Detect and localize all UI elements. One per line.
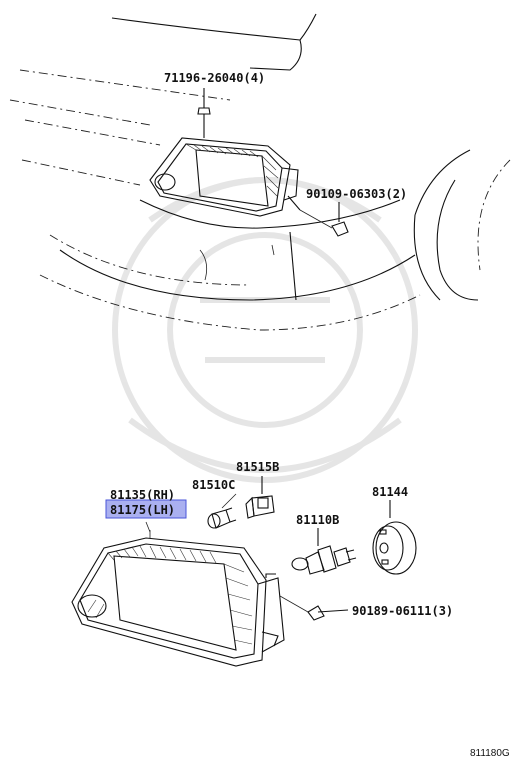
label-cover[interactable]: 81144: [372, 485, 408, 499]
bulb-81510c-icon: [207, 507, 237, 529]
screw-90109-icon: [299, 202, 349, 237]
label-screw-right[interactable]: 90109-06303(2): [306, 187, 407, 201]
socket-81515b-icon: [245, 476, 275, 519]
label-bolt-top[interactable]: 71196-26040(4): [164, 71, 265, 85]
vehicle-body-outline: [9, 13, 511, 331]
label-bulb-small[interactable]: 81510C: [192, 478, 235, 492]
leader-lines: [145, 493, 237, 533]
selected-part-highlight: [105, 499, 187, 519]
label-clip[interactable]: 90189-06111(3): [352, 604, 453, 618]
headlamp-assembly: [71, 530, 285, 667]
label-bulb-main[interactable]: 81110B: [296, 513, 339, 527]
label-headlamp-lh[interactable]: 81175(LH): [110, 503, 175, 517]
bolt-71196-icon: [197, 88, 211, 138]
bulb-81110b-icon: [291, 528, 357, 575]
clip-90189-icon: [279, 595, 349, 621]
diagram-id: 811180G: [470, 748, 510, 759]
label-socket[interactable]: 81515B: [236, 460, 279, 474]
label-headlamp-rh[interactable]: 81135(RH): [110, 488, 175, 502]
cover-81144-icon: [372, 500, 417, 575]
installed-headlamp: [149, 137, 301, 217]
